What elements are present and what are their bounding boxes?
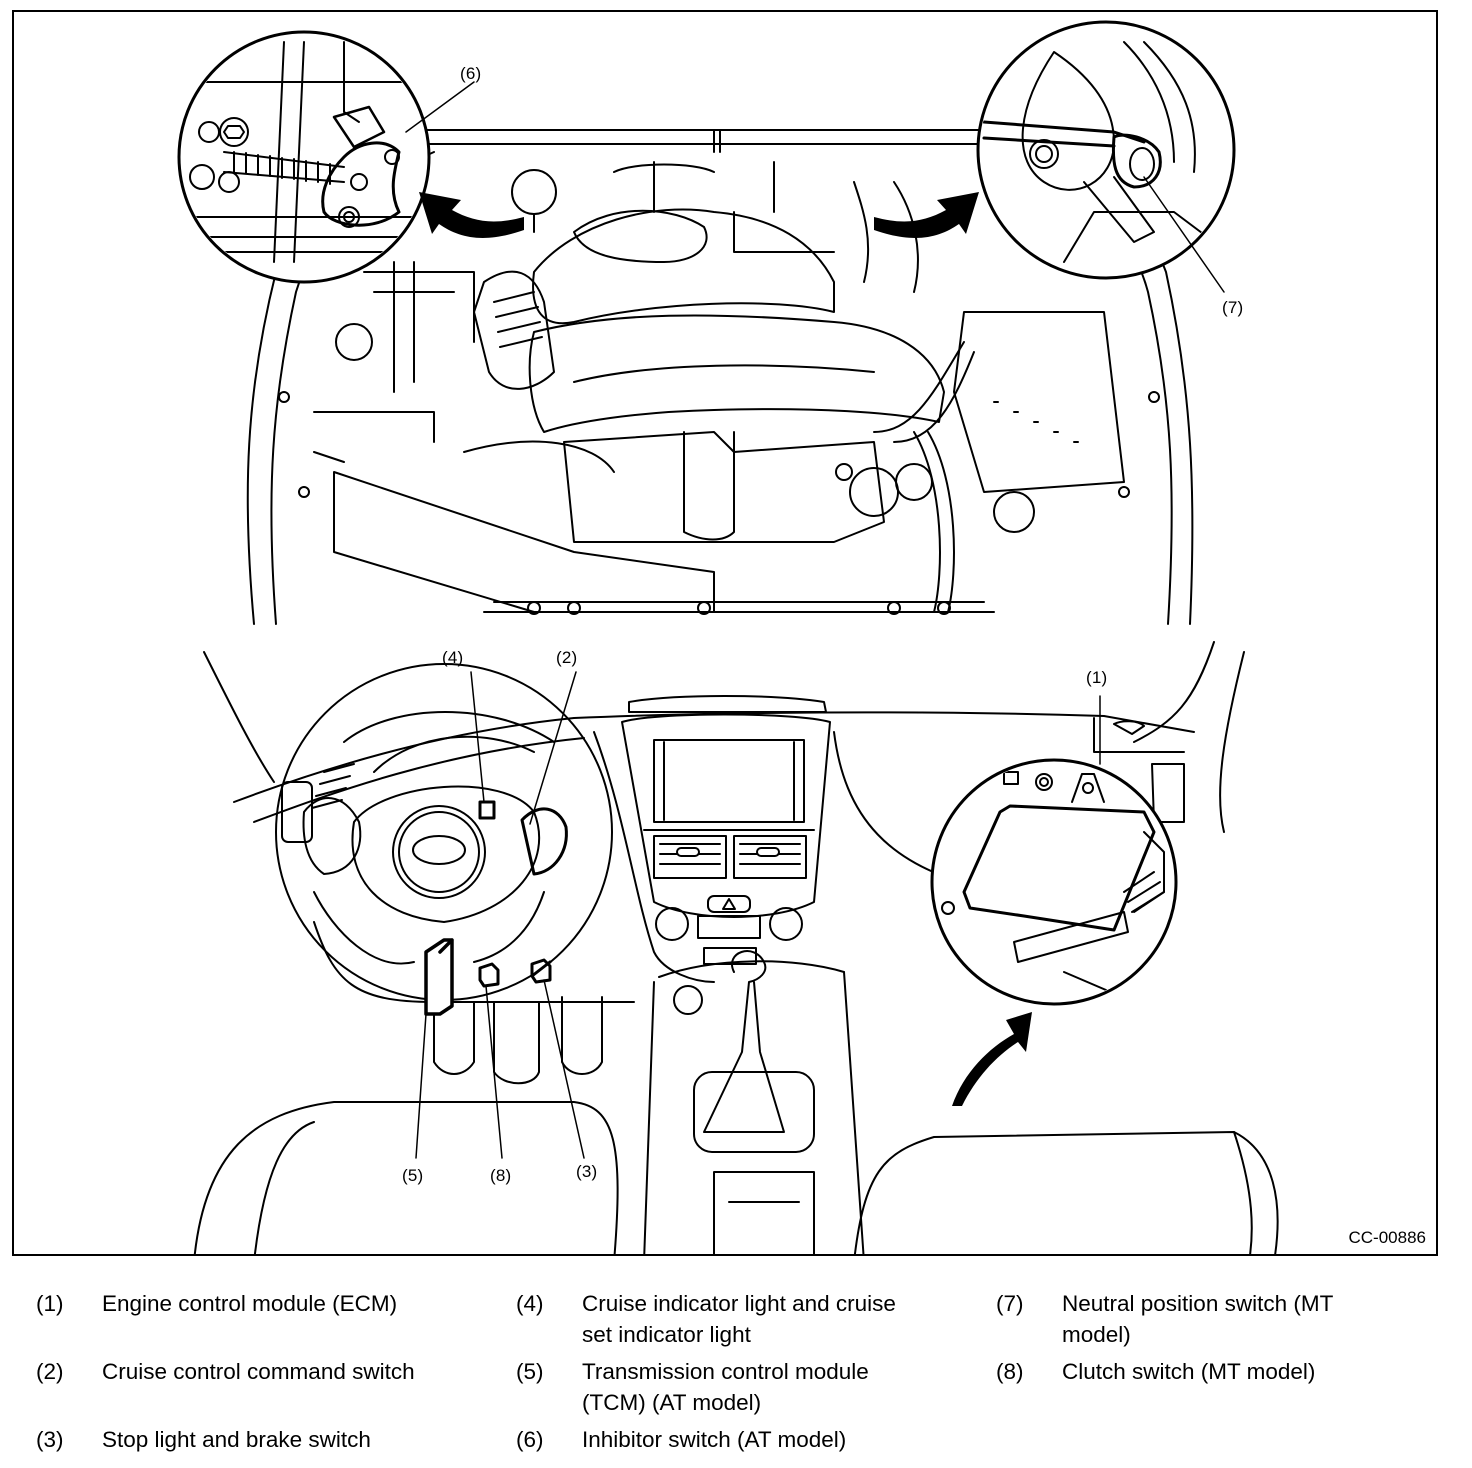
curved-arrow-up-icon	[952, 1012, 1032, 1106]
legend-text: Neutral position switch (MT model)	[1062, 1291, 1333, 1347]
legend-text: Stop light and brake switch	[102, 1427, 371, 1452]
curved-arrow-left-icon	[419, 192, 524, 238]
legend-number: (1)	[36, 1291, 64, 1316]
legend-number: (3)	[36, 1427, 64, 1452]
figure-id: CC-00886	[1348, 1228, 1427, 1247]
legend-number: (7)	[996, 1291, 1024, 1316]
legend-number: (5)	[516, 1359, 544, 1384]
legend-number: (6)	[516, 1427, 544, 1452]
legend-number: (8)	[996, 1359, 1024, 1384]
detail-circle-ecm	[930, 695, 1178, 1006]
legend-text: Clutch switch (MT model)	[1062, 1359, 1316, 1384]
callout-7: (7)	[1222, 298, 1244, 317]
legend-number: (4)	[516, 1291, 544, 1316]
diagram-artwork	[177, 20, 1279, 1254]
tcm-marker	[424, 938, 454, 1016]
legend-text: Cruise indicator light and cruise set in…	[582, 1291, 896, 1347]
detail-circle-neutral-position-switch	[976, 20, 1236, 293]
stop-light-switch-marker	[530, 958, 552, 984]
curved-arrow-right-icon	[874, 192, 979, 238]
detail-circle-inhibitor-switch	[177, 30, 475, 284]
callout-4: (4)	[442, 648, 464, 667]
cabin-view	[193, 641, 1279, 1254]
callout-8: (8)	[490, 1166, 512, 1185]
cruise-indicator-light-marker	[478, 800, 496, 820]
callout-1: (1)	[1086, 668, 1108, 687]
legend-text: Inhibitor switch (AT model)	[582, 1427, 847, 1452]
engine-compartment-view	[246, 129, 1194, 625]
callout-3: (3)	[576, 1162, 598, 1181]
legend-text: Cruise control command switch	[102, 1359, 415, 1384]
legend-text: Transmission control module (TCM) (AT mo…	[582, 1359, 869, 1415]
legend-text: Engine control module (ECM)	[102, 1291, 398, 1316]
legend-number: (2)	[36, 1359, 64, 1384]
clutch-switch-marker	[478, 962, 500, 988]
callout-5: (5)	[402, 1166, 424, 1185]
figure-frame: (6) (7) (4) (2) (1) (5) (8) (3) CC-00886	[12, 10, 1438, 1256]
callout-2: (2)	[556, 648, 578, 667]
callout-6: (6)	[460, 64, 482, 83]
